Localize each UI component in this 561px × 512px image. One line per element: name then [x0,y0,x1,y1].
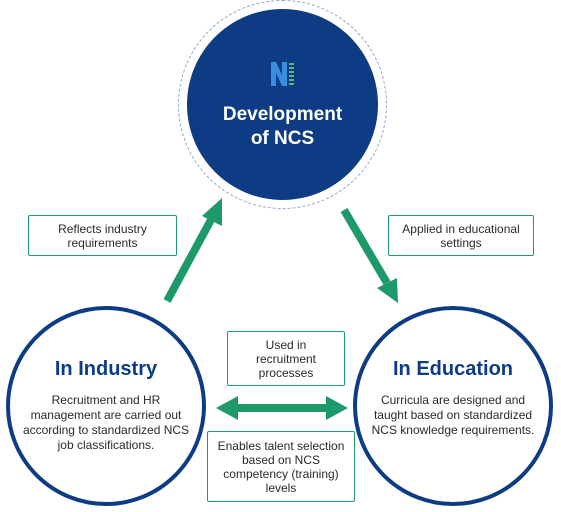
education-description: Curricula are designed and taught based … [371,393,535,437]
label-used-in-recruitment: Used in recruitment processes [227,331,345,386]
arrow-industry-education-bidirectional [216,396,348,420]
industry-circle: In Industry Recruitment and HR managemen… [6,306,206,506]
development-title: Development of NCS [222,103,343,149]
label-enables-talent-selection: Enables talent selection based on NCS co… [207,431,355,502]
industry-description: Recruitment and HR management are carrie… [22,393,190,452]
arrow-development-to-education [340,207,398,303]
industry-title: In Industry [54,358,158,380]
education-title: In Education [393,358,513,380]
development-circle: Development of NCS [187,9,378,200]
ncs-logo-icon [270,61,294,86]
label-reflects-industry-requirements: Reflects industry requirements [28,215,177,256]
label-applied-in-education: Applied in educational settings [388,215,534,256]
arrow-industry-to-development [163,198,222,303]
education-circle: In Education Curricula are designed and … [353,306,553,506]
development-outer-ring [178,0,387,209]
